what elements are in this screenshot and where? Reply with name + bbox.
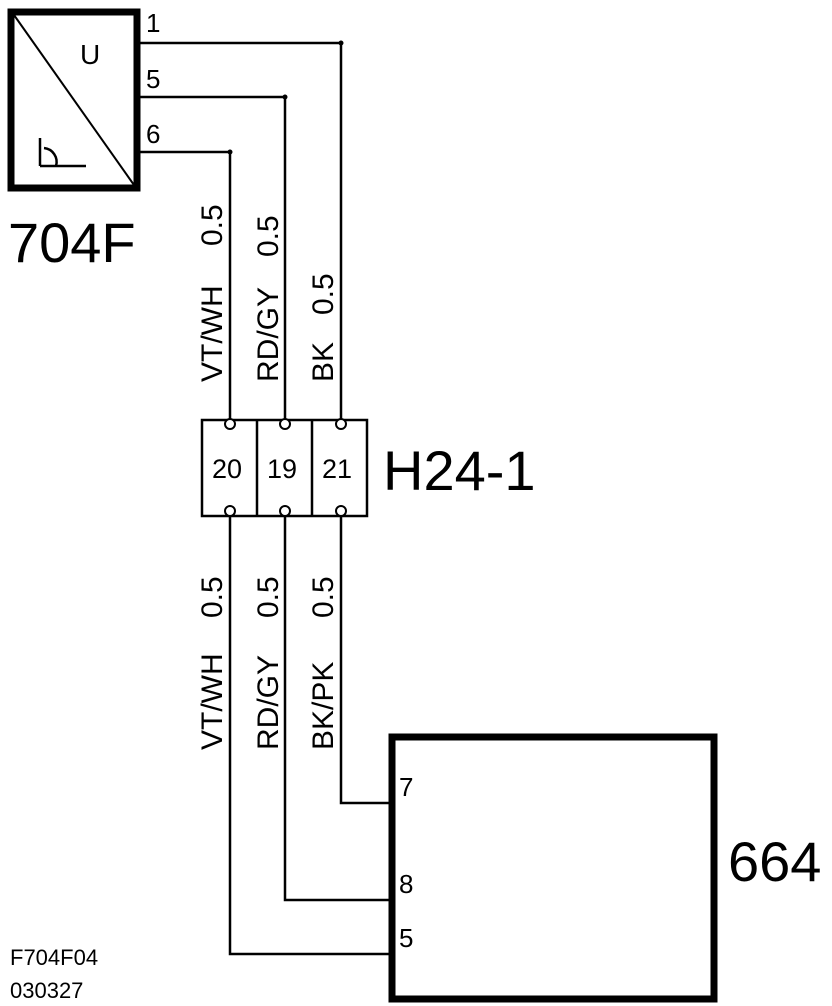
pin-664-7: 7 xyxy=(399,772,413,802)
wire-upper-vtwh-size: 0.5 xyxy=(196,204,229,246)
connector-terminal xyxy=(279,505,291,517)
wire-upper-vtwh-color: VT/WH xyxy=(196,285,229,382)
component-704f-diagonal xyxy=(13,14,135,186)
component-664: 7 8 5 664 xyxy=(388,733,821,1003)
connector-cavity-21: 21 xyxy=(322,454,352,484)
pin-704f-1: 1 xyxy=(146,8,160,38)
wire-upper-bk-color: BK xyxy=(307,342,340,382)
wire-lower-rdgy-color: RD/GY xyxy=(252,655,285,750)
pin-704f-6: 6 xyxy=(146,119,160,149)
connector-label: H24-1 xyxy=(383,439,536,502)
connector-cavity-20: 20 xyxy=(212,454,242,484)
component-664-box xyxy=(388,733,718,1003)
wire-lower-bkpk-size: 0.5 xyxy=(307,576,340,618)
connector-h24-1: 20 19 21 H24-1 xyxy=(200,418,536,518)
date-code: 030327 xyxy=(10,978,83,1003)
component-704f-inner-symbol: U xyxy=(80,39,100,70)
component-704f-box xyxy=(7,8,141,192)
pin-704f-5: 5 xyxy=(146,64,160,94)
pin-664-8: 8 xyxy=(399,869,413,899)
connector-terminal xyxy=(335,505,347,517)
connector-terminal xyxy=(335,418,347,430)
pin-664-5: 5 xyxy=(399,923,413,953)
wire-lower-bkpk-color: BK/PK xyxy=(307,662,340,750)
connector-terminal xyxy=(224,418,236,430)
connector-terminal xyxy=(279,418,291,430)
wire-upper-bk-size: 0.5 xyxy=(307,273,340,315)
connector-cavity-19: 19 xyxy=(267,454,297,484)
connector-terminal xyxy=(224,505,236,517)
wire-upper-rdgy-color: RD/GY xyxy=(252,287,285,382)
wire-lower-rdgy xyxy=(283,516,392,902)
component-704f: U 704F xyxy=(7,8,141,274)
wire-lower-vtwh-size: 0.5 xyxy=(196,576,229,618)
junction-dot xyxy=(282,94,288,100)
component-704f-label: 704F xyxy=(8,211,136,274)
wire-lower-vtwh xyxy=(228,516,392,956)
wire-lower-vtwh-color: VT/WH xyxy=(196,653,229,750)
wire-lower-bkpk xyxy=(339,516,392,805)
junction-dot xyxy=(227,149,233,155)
junction-dot xyxy=(338,40,344,46)
wire-lower-rdgy-size: 0.5 xyxy=(252,576,285,618)
wire-upper-rdgy-size: 0.5 xyxy=(252,215,285,257)
component-664-label: 664 xyxy=(728,830,821,893)
figure-id: F704F04 xyxy=(10,945,98,970)
sensor-angle-icon xyxy=(38,138,86,168)
